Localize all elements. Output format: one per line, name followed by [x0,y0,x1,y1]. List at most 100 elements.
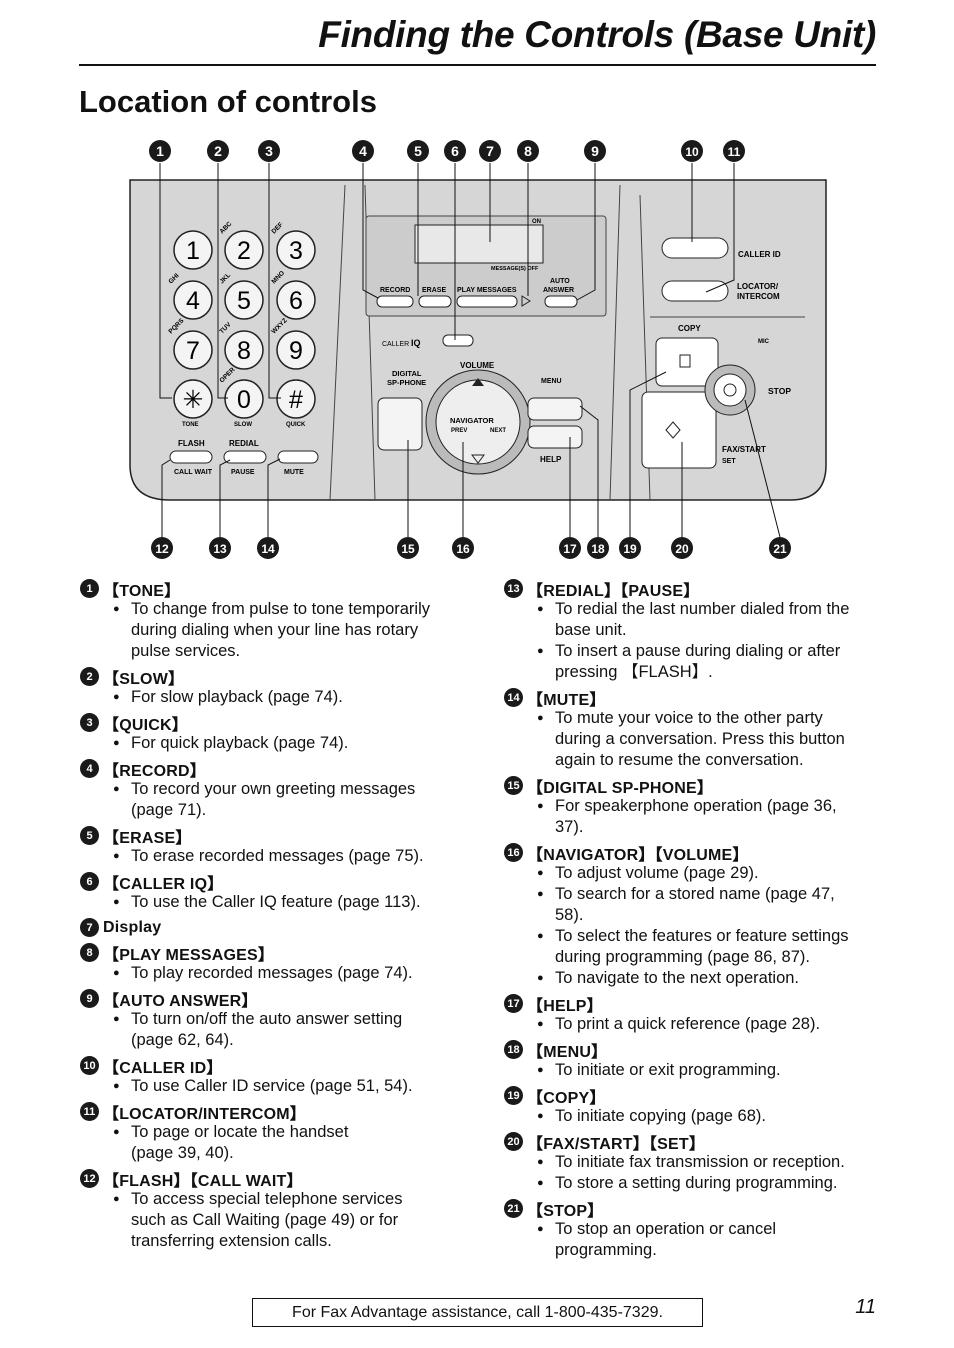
key-8-button[interactable] [224,330,264,370]
callout-circle-13 [209,537,231,559]
copy-button[interactable] [655,337,719,387]
entry-heading: 6【CALLER IQ】 [80,871,480,893]
entry-number-badge: 11 [80,1102,99,1121]
on-label: ON [532,219,541,225]
entry-number-badge: 9 [80,989,99,1008]
key-2-button[interactable] [224,230,264,270]
entry-bullet-continuation: during programming (page 86, 87). [555,948,810,966]
key-3-button[interactable] [276,230,316,270]
callout-circle-20 [671,537,693,559]
key-12-button[interactable] [276,379,316,419]
caller-iq-button[interactable] [442,334,474,347]
fax-start-button[interactable] [641,391,717,469]
key-5-button[interactable] [224,280,264,320]
help-button[interactable] [527,425,583,449]
callout-number-20: 20 [675,542,689,556]
menu-label: MENU [541,378,562,385]
control-entry-15: 15【DIGITAL SP-PHONE】For speakerphone ope… [504,775,904,838]
entry-label: 【REDIAL】【PAUSE】 [527,582,700,600]
digital-sp-phone-button[interactable] [377,397,423,451]
caller-id-button[interactable] [661,237,729,259]
callout-circle-4 [352,140,374,162]
key-1-button[interactable] [173,230,213,270]
pause-label: PAUSE [231,469,255,476]
entry-number-badge: 1 [80,579,99,598]
entry-bullet: To insert a pause during dialing or afte… [504,641,904,662]
key-digit: 2 [237,237,251,265]
locator-intercom-button[interactable] [661,280,729,302]
play-messages-button[interactable] [456,295,518,308]
control-entry-16: 16【NAVIGATOR】【VOLUME】To adjust volume (p… [504,842,904,989]
key-6-button[interactable] [276,280,316,320]
key-7-button[interactable] [173,330,213,370]
entry-number-badge: 20 [504,1132,523,1151]
entry-bullet: To store a setting during programming. [504,1173,904,1194]
redial-button[interactable] [223,450,267,464]
entry-heading: 14【MUTE】 [504,687,904,709]
entry-bullet-continuation: transferring extension calls. [131,1232,332,1250]
entry-bullet-continuation: pressing 【FLASH】. [555,663,713,681]
key-9-button[interactable] [276,330,316,370]
entry-bullet-continuation: such as Call Waiting (page 49) or for [131,1211,399,1229]
key-10-button[interactable] [173,379,213,419]
slow-label: SLOW [234,422,252,428]
flash-button[interactable] [169,450,213,464]
entry-heading: 5【ERASE】 [80,825,480,847]
key-digit: 4 [186,287,200,315]
entry-number-badge: 10 [80,1056,99,1075]
entry-number-badge: 5 [80,826,99,845]
entry-bullet-continuation: programming. [555,1241,657,1259]
entry-number-badge: 7 [80,918,99,937]
callout-number-19: 19 [623,542,637,556]
callout-number-1: 1 [156,143,164,159]
assistance-note: For Fax Advantage assistance, call 1-800… [252,1298,703,1327]
entry-bullet: To search for a stored name (page 47, [504,884,904,905]
callout-number-7: 7 [486,143,494,159]
entry-number-badge: 17 [504,994,523,1013]
entry-label: 【FAX/START】【SET】 [527,1135,706,1153]
control-entry-21: 21【STOP】To stop an operation or cancelpr… [504,1198,904,1261]
key-digit: 9 [289,337,303,365]
control-entry-10: 10【CALLER ID】To use Caller ID service (p… [80,1055,480,1097]
entry-heading: 21【STOP】 [504,1198,904,1220]
entry-number-badge: 2 [80,667,99,686]
entry-bullet: To use Caller ID service (page 51, 54). [80,1076,480,1097]
record-button[interactable] [376,295,414,308]
erase-button[interactable] [418,295,452,308]
callout-circle-10 [681,140,703,162]
entry-bullet: To adjust volume (page 29). [504,863,904,884]
auto-answer-button[interactable] [544,295,578,308]
entry-bullet: To initiate or exit programming. [504,1060,904,1081]
entry-heading: 2【SLOW】 [80,666,480,688]
page-header-title: Finding the Controls (Base Unit) [318,14,876,55]
entry-bullet-continuation: pulse services. [131,642,241,660]
menu-button[interactable] [527,397,583,421]
control-entry-1: 1【TONE】To change from pulse to tone temp… [80,578,480,662]
entry-label: 【CALLER ID】 [103,1059,223,1077]
callout-number-14: 14 [261,542,275,556]
callout-circle-6 [444,140,466,162]
control-entry-5: 5【ERASE】To erase recorded messages (page… [80,825,480,867]
key-digit: 1 [186,237,200,265]
entry-bullet-continuation: (page 39, 40). [131,1144,234,1162]
entry-number-badge: 3 [80,713,99,732]
key-4-button[interactable] [173,280,213,320]
key-digit: 7 [186,337,200,365]
fax-start-label: FAX/START [722,445,766,454]
key-digit: 0 [237,386,251,414]
mute-button[interactable] [277,450,319,464]
entry-label: 【MENU】 [527,1043,608,1061]
key-11-button[interactable] [224,379,264,419]
entry-heading: 9【AUTO ANSWER】 [80,988,480,1010]
entry-label: 【COPY】 [527,1089,606,1107]
entry-bullet-continuation: during a conversation. Press this button [555,730,845,748]
entry-bullet: To page or locate the handset [80,1122,480,1143]
digital-label: DIGITAL [392,369,422,378]
header-rule [79,64,876,66]
page-number: 11 [855,1296,876,1318]
left-column: 1【TONE】To change from pulse to tone temp… [80,578,480,1256]
entry-label: 【NAVIGATOR】【VOLUME】 [527,846,749,864]
